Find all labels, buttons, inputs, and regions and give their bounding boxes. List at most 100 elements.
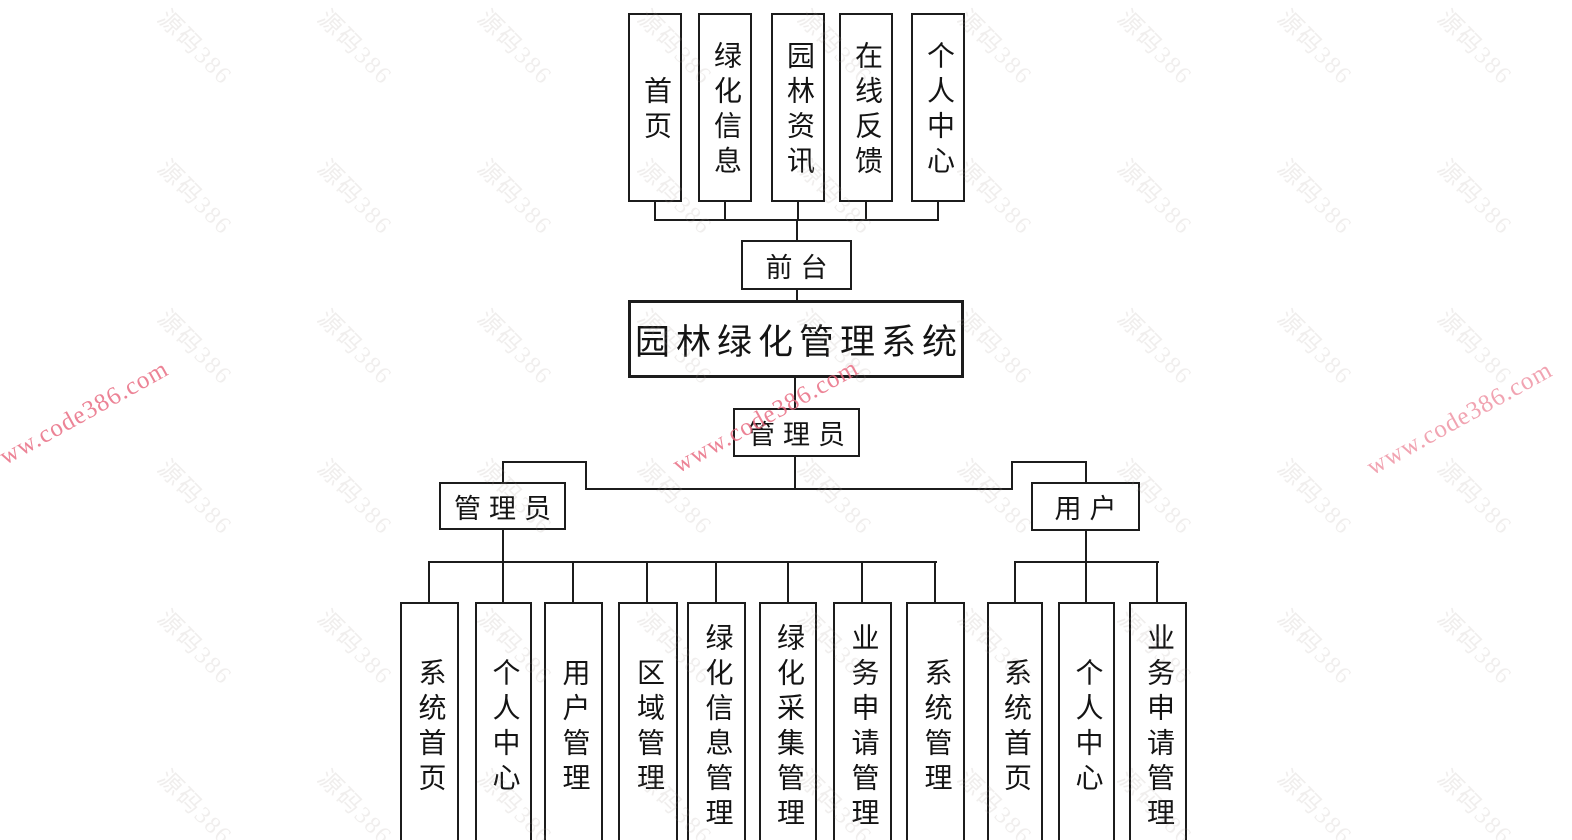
watermark-gray-stamp: 源码386 bbox=[1272, 5, 1357, 91]
connector-bus-to-frontend bbox=[796, 220, 798, 240]
node-admin-business-apply-mgmt-label: 业务申请管理 bbox=[847, 623, 879, 833]
connector-split-right-shelf bbox=[1011, 461, 1087, 463]
node-admin-greening-info-mgmt: 绿化信息管理 bbox=[687, 602, 746, 840]
node-admin-greening-collect-mgmt-label: 绿化采集管理 bbox=[773, 623, 804, 833]
node-backend-admin: 管理员 bbox=[733, 408, 860, 457]
node-admin-greening-collect-mgmt: 绿化采集管理 bbox=[759, 602, 817, 840]
watermark-red-left: www.code386.com bbox=[0, 355, 174, 480]
node-home-label: 首页 bbox=[640, 76, 671, 146]
node-personal-center: 个人中心 bbox=[911, 13, 965, 202]
watermark-gray-stamp: 源码386 bbox=[1272, 605, 1357, 691]
watermark-gray-stamp: 源码386 bbox=[312, 765, 397, 840]
watermark-gray-stamp: 源码386 bbox=[1432, 305, 1517, 391]
node-frontend-label: 前台 bbox=[765, 252, 836, 283]
node-user-business-apply-mgmt: 业务申请管理 bbox=[1129, 602, 1187, 840]
node-admin-branch: 管理员 bbox=[439, 482, 566, 530]
node-user-business-apply-mgmt-label: 业务申请管理 bbox=[1143, 623, 1174, 833]
connector-admin-drop-4 bbox=[646, 562, 648, 603]
watermark-gray-stamp: 源码386 bbox=[792, 455, 877, 541]
node-system-root: 园林绿化管理系统 bbox=[628, 300, 964, 378]
watermark-gray-stamp: 源码386 bbox=[952, 305, 1037, 391]
watermark-gray-stamp: 源码386 bbox=[1432, 455, 1517, 541]
connector-admin-drop-5 bbox=[715, 562, 717, 603]
node-admin-system-mgmt-label: 系统管理 bbox=[920, 658, 952, 798]
node-admin-personal-center-label: 个人中心 bbox=[488, 658, 520, 798]
watermark-gray-stamp: 源码386 bbox=[1432, 155, 1517, 241]
watermark-gray-stamp: 源码386 bbox=[312, 5, 397, 91]
watermark-gray-stamp: 源码386 bbox=[952, 455, 1037, 541]
node-online-feedback-label: 在线反馈 bbox=[851, 41, 882, 181]
node-user-system-home: 系统首页 bbox=[987, 602, 1043, 840]
connector-stub-feedback bbox=[865, 202, 867, 220]
connector-split-left-shelf bbox=[502, 461, 587, 463]
node-admin-user-mgmt: 用户管理 bbox=[544, 602, 603, 840]
connector-stub-garden-news bbox=[797, 202, 799, 220]
watermark-gray-stamp: 源码386 bbox=[1112, 305, 1197, 391]
node-system-root-label: 园林绿化管理系统 bbox=[634, 322, 963, 362]
watermark-gray-stamp: 源码386 bbox=[1272, 155, 1357, 241]
node-personal-center-label: 个人中心 bbox=[923, 41, 954, 181]
watermark-gray-stamp: 源码386 bbox=[1112, 5, 1197, 91]
node-admin-greening-info-mgmt-label: 绿化信息管理 bbox=[701, 623, 733, 833]
watermark-gray-stamp: 源码386 bbox=[152, 5, 237, 91]
watermark-gray-stamp: 源码386 bbox=[312, 155, 397, 241]
node-admin-branch-label: 管理员 bbox=[454, 493, 559, 524]
watermark-gray-stamp: 源码386 bbox=[312, 455, 397, 541]
connector-user-drop-1 bbox=[1014, 562, 1016, 603]
watermark-red-right: www.code386.com bbox=[1362, 356, 1558, 481]
connector-system-to-backend bbox=[794, 378, 796, 408]
watermark-gray-stamp: 源码386 bbox=[312, 605, 397, 691]
node-greening-info-label: 绿化信息 bbox=[710, 41, 741, 181]
connector-split-right-drop bbox=[1085, 461, 1087, 483]
connector-admin-bus bbox=[428, 561, 937, 563]
node-admin-system-mgmt: 系统管理 bbox=[906, 602, 965, 840]
watermark-gray-stamp: 源码386 bbox=[1432, 765, 1517, 840]
node-admin-area-mgmt-label: 区域管理 bbox=[633, 658, 664, 798]
watermark-gray-stamp: 源码386 bbox=[1272, 455, 1357, 541]
connector-admin-drop-3 bbox=[572, 562, 574, 603]
node-frontend: 前台 bbox=[741, 240, 852, 290]
node-home: 首页 bbox=[628, 13, 682, 202]
watermark-gray-stamp: 源码386 bbox=[472, 5, 557, 91]
node-greening-info: 绿化信息 bbox=[698, 13, 752, 202]
connector-split-left-drop bbox=[502, 461, 504, 483]
connector-admin-feed bbox=[502, 530, 504, 563]
connector-admin-drop-1 bbox=[428, 562, 430, 603]
watermark-gray-stamp: 源码386 bbox=[152, 455, 237, 541]
watermark-gray-stamp: 源码386 bbox=[1432, 5, 1517, 91]
node-user-branch: 用户 bbox=[1031, 482, 1140, 531]
node-admin-area-mgmt: 区域管理 bbox=[618, 602, 678, 840]
connector-backend-down bbox=[794, 457, 796, 490]
connector-admin-drop-8 bbox=[934, 562, 936, 603]
watermark-gray-stamp: 源码386 bbox=[632, 455, 717, 541]
connector-frontend-to-system bbox=[796, 290, 798, 300]
node-admin-personal-center: 个人中心 bbox=[475, 602, 532, 840]
watermark-gray-stamp: 源码386 bbox=[952, 155, 1037, 241]
node-garden-news: 园林资讯 bbox=[771, 13, 825, 202]
node-user-system-home-label: 系统首页 bbox=[1000, 658, 1031, 798]
watermark-gray-stamp: 源码386 bbox=[152, 155, 237, 241]
watermark-gray-stamp: 源码386 bbox=[1272, 305, 1357, 391]
node-garden-news-label: 园林资讯 bbox=[783, 41, 814, 181]
watermark-gray-stamp: 源码386 bbox=[1432, 605, 1517, 691]
connector-split-right-riser bbox=[1011, 461, 1013, 490]
connector-split-bus bbox=[585, 488, 1013, 490]
watermark-gray-stamp: 源码386 bbox=[1272, 765, 1357, 840]
node-backend-admin-label: 管理员 bbox=[748, 420, 853, 450]
node-admin-business-apply-mgmt: 业务申请管理 bbox=[833, 602, 892, 840]
connector-user-feed bbox=[1085, 531, 1087, 563]
connector-user-drop-3 bbox=[1156, 562, 1158, 603]
watermark-gray-stamp: 源码386 bbox=[152, 305, 237, 391]
watermark-gray-stamp: 源码386 bbox=[152, 765, 237, 840]
connector-stub-home bbox=[654, 202, 656, 220]
watermark-gray-stamp: 源码386 bbox=[312, 305, 397, 391]
connector-admin-drop-7 bbox=[861, 562, 863, 603]
watermark-gray-stamp: 源码386 bbox=[152, 605, 237, 691]
connector-admin-drop-2 bbox=[502, 562, 504, 603]
node-admin-system-home: 系统首页 bbox=[400, 602, 459, 840]
connector-split-left-riser bbox=[585, 461, 587, 490]
connector-user-drop-2 bbox=[1085, 562, 1087, 603]
watermark-gray-stamp: 源码386 bbox=[472, 305, 557, 391]
watermark-gray-stamp: 源码386 bbox=[472, 155, 557, 241]
